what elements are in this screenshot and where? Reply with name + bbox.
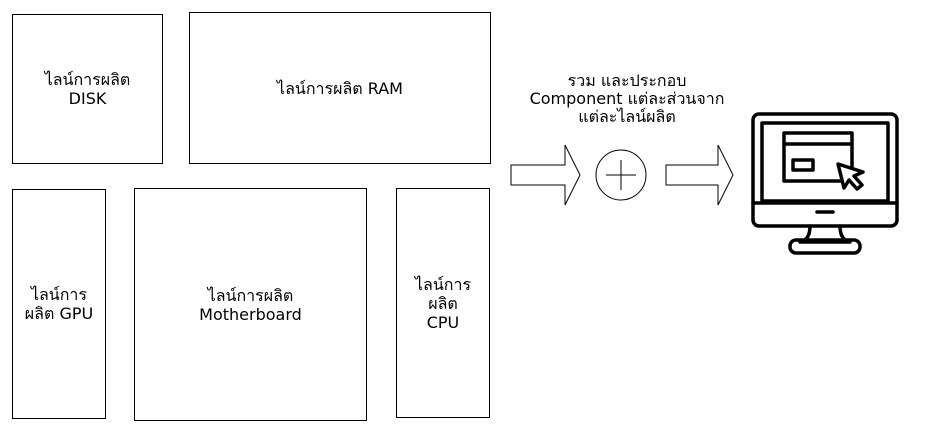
motherboard-production-line: ไลน์การผลิต Motherboard [134, 188, 367, 421]
plus-circle-icon [595, 149, 647, 201]
gpu-label-line2: ผลิต GPU [24, 304, 94, 323]
ram-label: ไลน์การผลิต RAM [277, 78, 403, 98]
cpu-production-line: ไลน์การ ผลิต CPU [396, 188, 490, 418]
motherboard-label-line2: Motherboard [199, 304, 302, 324]
assembly-caption: รวม และประกอบ Component แต่ละส่วนจาก แต่… [512, 72, 742, 126]
right-arrow-icon [665, 144, 734, 206]
caption-line3: แต่ละไลน์ผลิต [578, 107, 676, 126]
gpu-production-line: ไลน์การ ผลิต GPU [12, 189, 106, 419]
ram-production-line: ไลน์การผลิต RAM [189, 12, 491, 164]
window-icon [782, 131, 854, 183]
cpu-label-line2: ผลิต [428, 293, 458, 313]
caption-line1: รวม และประกอบ [567, 71, 687, 90]
cpu-label-line3: CPU [426, 312, 460, 332]
right-arrow-icon [510, 144, 581, 206]
gpu-label-line1: ไลน์การ [30, 285, 88, 304]
disk-label-line2: DISK [68, 89, 107, 108]
cursor-icon [836, 162, 865, 191]
cpu-label-line1: ไลน์การ [414, 274, 472, 294]
disk-label-line1: ไลน์การผลิต [44, 70, 131, 89]
computer-monitor-icon [751, 112, 899, 255]
disk-production-line: ไลน์การผลิต DISK [12, 14, 163, 164]
caption-line2: Component แต่ละส่วนจาก [529, 89, 725, 108]
motherboard-label-line1: ไลน์การผลิต [207, 285, 294, 305]
